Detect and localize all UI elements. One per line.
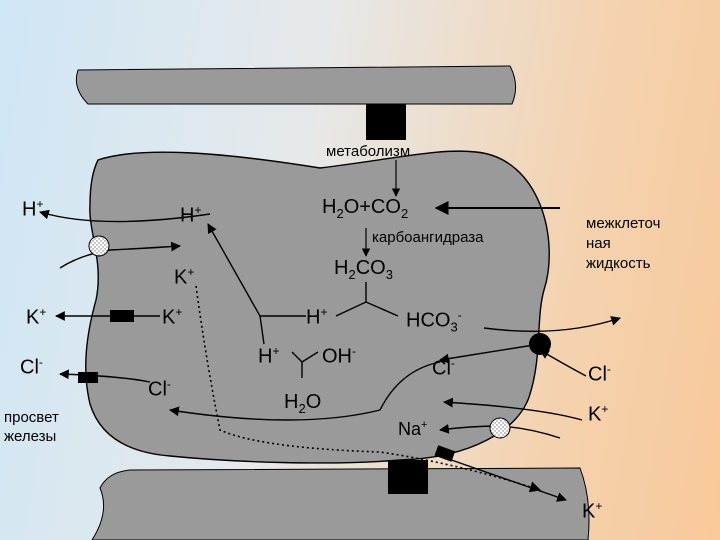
upper-neighbor-cell (76, 66, 515, 104)
bottom-transporter (388, 460, 428, 494)
ion-h-left: H+ (22, 198, 43, 220)
ion-k-bottom-a: K (582, 501, 595, 523)
h2o-co2-a: H (322, 196, 336, 218)
ion-k-right-a: K (588, 404, 601, 426)
ion-h-left-a: H (22, 199, 36, 221)
ion-cl-right-out-a: Cl (588, 364, 607, 386)
k-channel-left (110, 310, 134, 322)
cl-channel-left (78, 372, 98, 383)
oh-sup: - (352, 344, 356, 358)
oh-a: OH (322, 346, 352, 368)
ion-k-cell-top-a: K (174, 267, 187, 289)
ion-cl-cell-sup: - (167, 377, 171, 391)
ion-k-right: K+ (588, 403, 608, 425)
h2co3-s1: 2 (348, 267, 355, 282)
ion-k-left-a: K (26, 307, 39, 329)
ion-k-left-sup: + (39, 305, 46, 319)
h2co3-a: H (334, 257, 348, 279)
ion-k-right-sup: + (601, 402, 608, 416)
h2o-b: O (306, 391, 322, 413)
label-metabolism: метаболизм (326, 144, 410, 159)
label-h2co3: H2CO3 (334, 258, 393, 281)
ion-k-cell-top-sup: + (187, 265, 194, 279)
lower-neighbor-cell (92, 468, 589, 540)
hco3-s1: 3 (450, 320, 457, 335)
label-carbonic-anhydrase: карбоангидраза (372, 230, 483, 245)
interstitial-fluid-line-2: ная (586, 234, 660, 254)
label-oh: OH- (322, 345, 356, 367)
hco3-a: HCO (406, 310, 450, 332)
ion-k-bottom: K+ (582, 500, 602, 522)
h-k-carrier (89, 236, 109, 256)
label-gland-lumen: просвет железы (4, 408, 59, 446)
h2o-s1: 2 (298, 401, 305, 416)
ion-cl-right-in-sup: - (451, 356, 455, 370)
h2o-co2-s2: 2 (401, 206, 408, 221)
h2co3-s2: 3 (386, 267, 393, 282)
na-k-cl-cotransporter (490, 418, 510, 438)
interstitial-fluid-line-3: жидкость (586, 254, 660, 274)
label-h2o-co2: H2O+CO2 (322, 197, 408, 220)
ion-cl-cell: Cl- (148, 378, 171, 400)
ion-h-mid: H+ (306, 306, 327, 328)
hco3-sup: - (458, 308, 462, 322)
ion-cl-right-out-sup: - (607, 362, 611, 376)
h2o-co2-b: O+CO (344, 196, 401, 218)
ion-cl-right-out: Cl- (588, 363, 611, 385)
ion-k-cell-a: K (162, 307, 175, 329)
label-h2o: H2O (284, 392, 321, 415)
ion-k-cell-top: K+ (174, 266, 194, 288)
ion-cl-cell-a: Cl (148, 379, 167, 401)
na-sup: + (421, 419, 427, 431)
ion-h-cell: H+ (180, 204, 201, 226)
ion-h-left-sup: + (36, 197, 43, 211)
ion-k-cell-sup: + (175, 305, 182, 319)
gland-lumen-line-1: просвет (4, 408, 59, 427)
h2o-co2-s1: 2 (336, 206, 343, 221)
ion-cl-left-a: Cl (20, 357, 39, 379)
ion-h-mid-sup: + (320, 305, 327, 319)
label-interstitial-fluid: межклеточ ная жидкость (586, 214, 660, 274)
ion-k-bottom-sup: + (595, 499, 602, 513)
h2o-a: H (284, 391, 298, 413)
ion-h-mid-a: H (306, 307, 320, 329)
top-transporter (366, 104, 406, 140)
label-hco3: HCO3- (406, 309, 462, 334)
ion-h-low-a: H (258, 346, 272, 368)
ion-cl-right-in-a: Cl (432, 358, 451, 380)
ion-h-cell-sup: + (194, 203, 201, 217)
ion-h-low-sup: + (272, 344, 279, 358)
interstitial-fluid-line-1: межклеточ (586, 214, 660, 234)
ion-cl-left: Cl- (20, 356, 43, 378)
gland-lumen-line-2: железы (4, 427, 59, 446)
na-a: Na (398, 419, 421, 439)
ion-k-cell: K+ (162, 306, 182, 328)
ion-h-cell-a: H (180, 205, 194, 227)
ion-h-low: H+ (258, 345, 279, 367)
label-na: Na+ (398, 420, 427, 438)
ion-cl-left-sup: - (39, 355, 43, 369)
ion-k-left: K+ (26, 306, 46, 328)
h2co3-b: CO (356, 257, 386, 279)
ion-cl-right-in: Cl- (432, 357, 455, 379)
